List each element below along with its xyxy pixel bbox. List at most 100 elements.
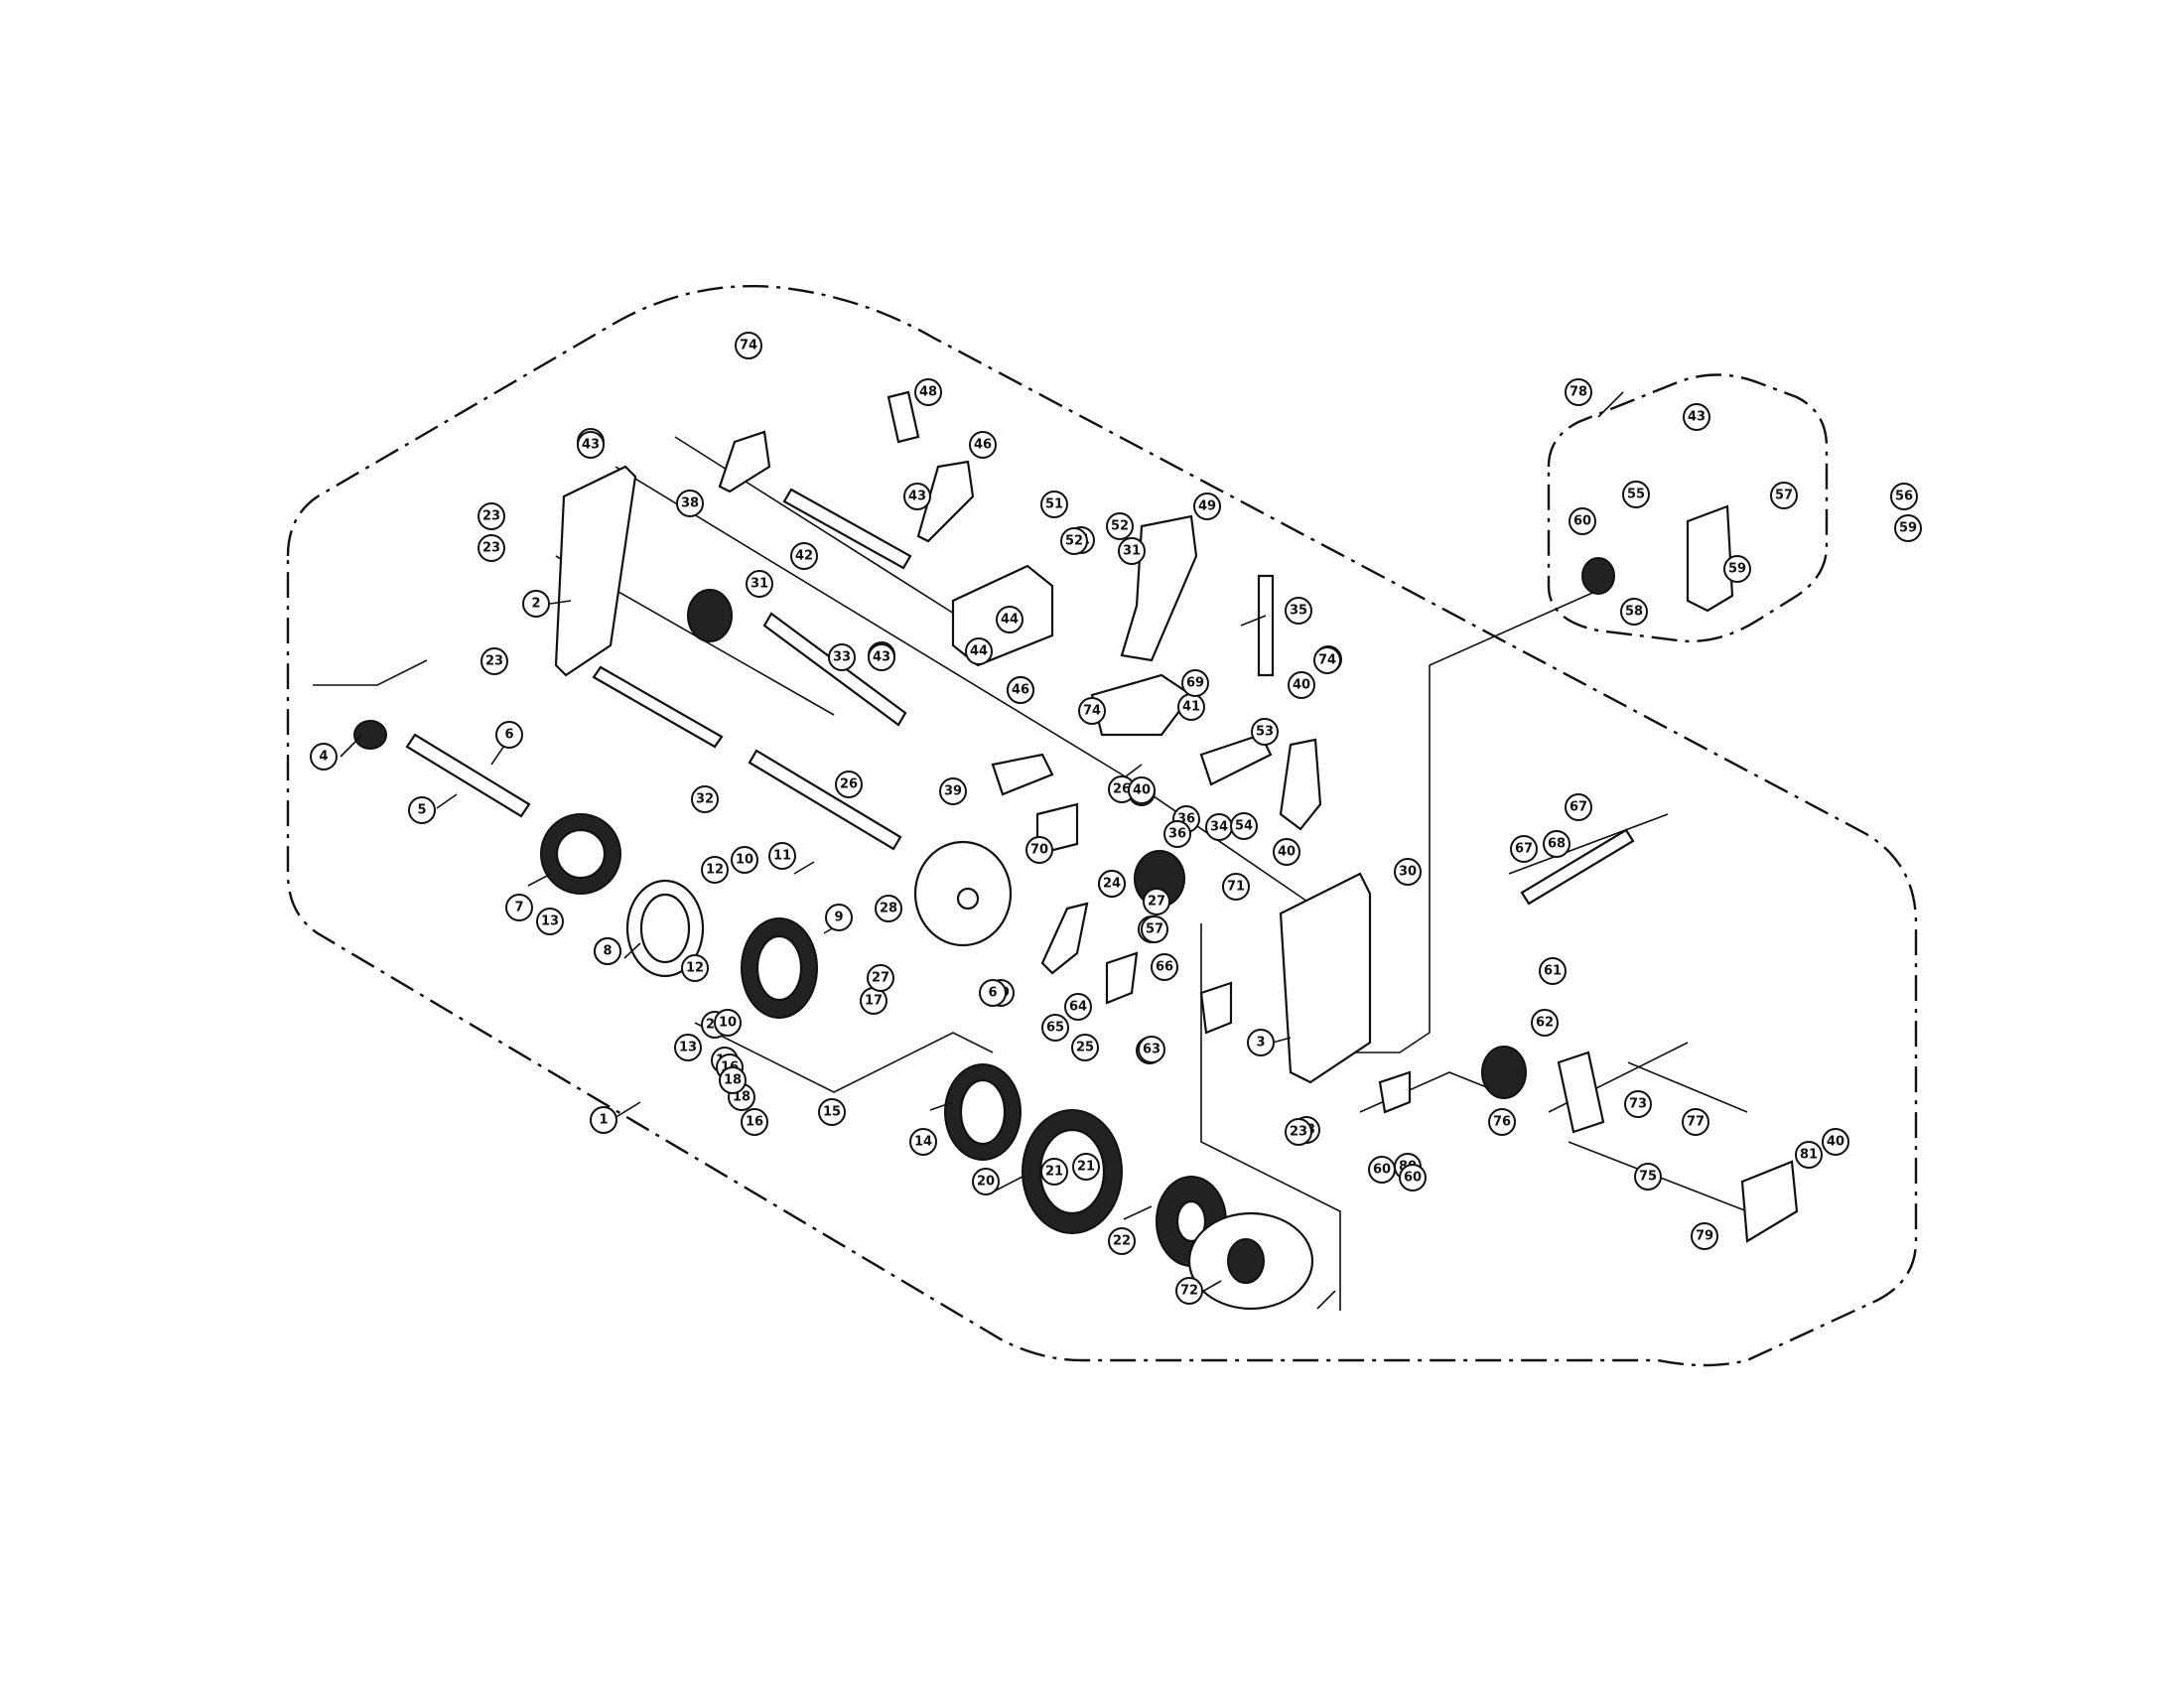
- callout-52-29: 52: [1060, 527, 1088, 555]
- callout-77: 77: [1682, 1108, 1709, 1136]
- callout-60-33: 60: [1399, 1164, 1427, 1192]
- shaft-68: [1520, 828, 1635, 906]
- callout-label: 61: [1544, 964, 1562, 979]
- callout-74-37: 74: [1313, 646, 1341, 674]
- callout-label: 27: [1148, 895, 1165, 910]
- callout-label: 12: [686, 961, 704, 976]
- callout-81: 81: [1795, 1141, 1823, 1169]
- callout-label: 13: [541, 914, 559, 929]
- callout-label: 25: [1076, 1041, 1094, 1055]
- callout-12: 12: [701, 856, 729, 884]
- callout-label: 7: [514, 901, 523, 915]
- callout-46-27: 46: [1007, 676, 1034, 704]
- callout-label: 21: [1045, 1165, 1063, 1180]
- callout-label: 70: [1030, 843, 1048, 858]
- callout-label: 57: [1146, 922, 1163, 937]
- callout-label: 43: [908, 490, 926, 504]
- callout-33: 33: [828, 643, 856, 671]
- callout-17: 17: [860, 987, 887, 1015]
- main-assembly-outline: [286, 285, 1918, 1367]
- callout-43: 43: [903, 483, 931, 510]
- callout-label: 8: [603, 944, 612, 959]
- callout-label: 58: [1625, 605, 1643, 620]
- callout-35: 35: [1285, 597, 1312, 625]
- shaft-25: [748, 749, 902, 851]
- callout-6-1: 6: [979, 979, 1007, 1007]
- callout-51: 51: [1040, 491, 1068, 518]
- callout-32: 32: [691, 785, 719, 813]
- callout-38: 38: [676, 490, 704, 517]
- callout-label: 55: [1627, 488, 1645, 502]
- callout-56: 56: [1890, 483, 1918, 510]
- callout-label: 59: [1728, 562, 1746, 577]
- callout-label: 17: [865, 994, 883, 1009]
- callout-label: 5: [417, 803, 426, 818]
- callout-label: 16: [746, 1115, 763, 1130]
- callout-label: 23: [485, 654, 503, 669]
- callout-59: 59: [1894, 514, 1922, 542]
- callout-60: 60: [1368, 1156, 1396, 1184]
- callout-label: 54: [1235, 819, 1253, 834]
- callout-label: 71: [1227, 880, 1245, 895]
- callout-label: 40: [1133, 783, 1151, 798]
- sub-assembly-outline: [1547, 373, 1829, 642]
- callout-36-18: 36: [1163, 820, 1191, 848]
- callout-10: 10: [731, 846, 758, 874]
- callout-label: 10: [736, 853, 753, 868]
- callout-label: 65: [1046, 1021, 1064, 1036]
- callout-label: 6: [504, 728, 513, 743]
- callout-28: 28: [875, 895, 902, 922]
- callout-label: 11: [773, 849, 791, 864]
- callout-71: 71: [1222, 873, 1250, 901]
- callout-31-17: 31: [1118, 537, 1146, 565]
- callout-label: 24: [1103, 877, 1121, 892]
- callout-label: 43: [1688, 410, 1706, 425]
- callout-label: 75: [1639, 1170, 1657, 1185]
- callout-10-3: 10: [714, 1009, 742, 1037]
- callout-42: 42: [790, 542, 818, 570]
- callout-label: 43: [582, 438, 600, 453]
- callout-64: 64: [1064, 993, 1092, 1021]
- callout-74-36: 74: [735, 332, 762, 359]
- callout-49: 49: [1193, 492, 1221, 520]
- callout-label: 60: [1404, 1171, 1422, 1186]
- callout-5: 5: [408, 796, 436, 824]
- callout-label: 62: [1536, 1016, 1554, 1031]
- callout-2: 2: [522, 590, 550, 618]
- callout-62: 62: [1531, 1009, 1559, 1037]
- callout-label: 44: [1001, 613, 1019, 628]
- callout-43-25: 43: [1683, 403, 1710, 431]
- callout-label: 63: [1143, 1043, 1160, 1057]
- callout-label: 34: [1210, 820, 1228, 835]
- callout-label: 66: [1156, 960, 1173, 975]
- callout-70: 70: [1025, 836, 1053, 864]
- callout-label: 51: [1045, 497, 1063, 512]
- callout-79: 79: [1691, 1222, 1718, 1250]
- callout-9: 9: [825, 904, 853, 931]
- callout-label: 74: [740, 339, 757, 353]
- callout-46: 46: [969, 431, 997, 459]
- callout-label: 3: [1256, 1036, 1265, 1051]
- callout-67-35: 67: [1510, 835, 1538, 863]
- callout-57-30: 57: [1141, 915, 1168, 943]
- callout-40-19: 40: [1128, 776, 1156, 804]
- callout-20: 20: [972, 1168, 1000, 1195]
- callout-label: 42: [795, 549, 813, 564]
- callout-52: 52: [1106, 512, 1134, 540]
- callout-label: 9: [834, 911, 843, 925]
- callout-label: 14: [914, 1135, 932, 1150]
- callout-23-11: 23: [480, 647, 508, 675]
- callout-label: 72: [1180, 1284, 1198, 1299]
- callout-34: 34: [1205, 813, 1233, 841]
- callout-27: 27: [867, 964, 894, 992]
- callout-label: 78: [1570, 385, 1587, 400]
- callout-61: 61: [1539, 957, 1567, 985]
- callout-40-22: 40: [1822, 1128, 1849, 1156]
- callout-57: 57: [1770, 482, 1798, 509]
- callout-label: 2: [531, 597, 540, 612]
- callout-label: 23: [482, 541, 500, 556]
- callout-22: 22: [1108, 1227, 1136, 1255]
- callout-label: 10: [719, 1016, 737, 1031]
- callout-label: 60: [1573, 514, 1591, 529]
- callout-label: 40: [1827, 1135, 1844, 1150]
